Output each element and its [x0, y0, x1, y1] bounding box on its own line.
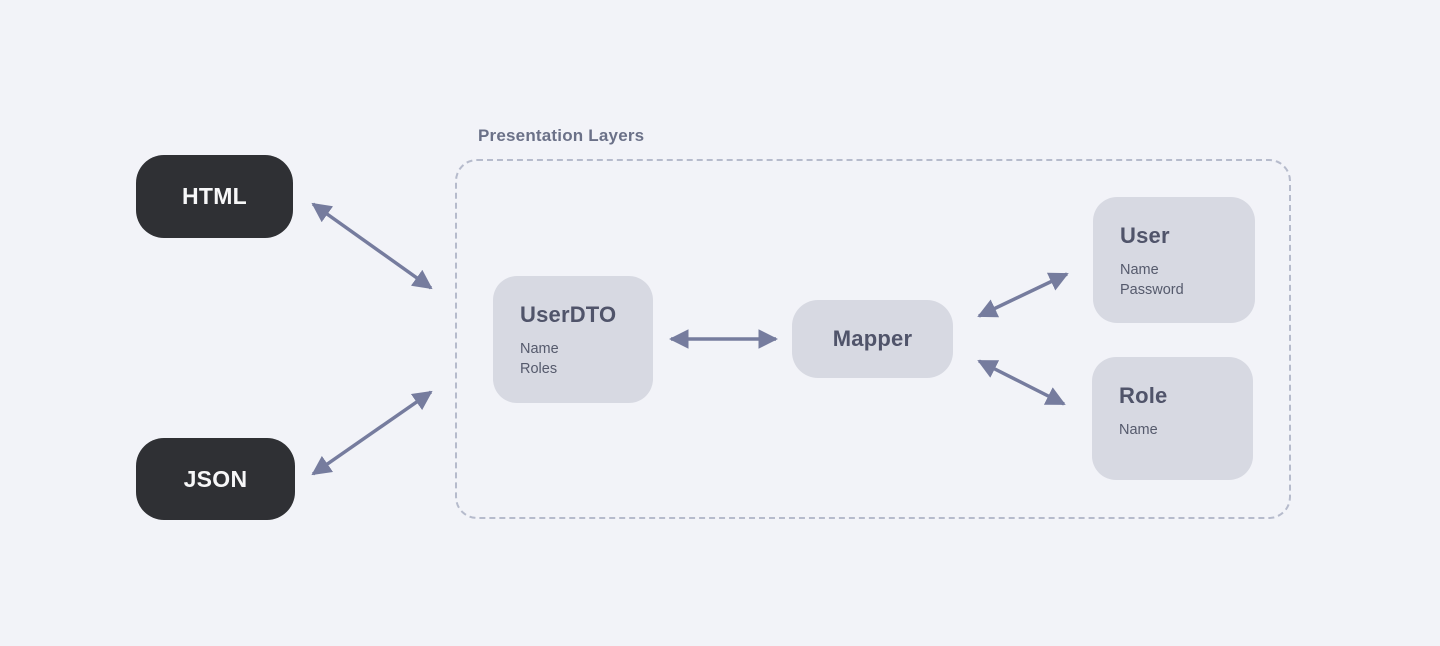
arrow-json-presentation: [311, 390, 433, 476]
node-userdto-field-roles: Roles: [520, 361, 558, 377]
node-role-title: Role: [1119, 383, 1168, 408]
node-userdto-fields: Name Roles: [520, 339, 633, 379]
node-role-fields: Name: [1119, 420, 1233, 440]
node-user-field-password: Password: [1120, 282, 1184, 298]
arrow-html-presentation: [311, 202, 433, 290]
node-mapper: Mapper: [792, 300, 953, 378]
node-user: User Name Password: [1093, 197, 1255, 323]
node-html: HTML: [136, 155, 293, 238]
node-userdto: UserDTO Name Roles: [493, 276, 653, 403]
node-user-field-name: Name: [1120, 262, 1159, 278]
node-html-label: HTML: [181, 183, 248, 209]
node-userdto-field-name: Name: [520, 341, 559, 357]
node-json-label: JSON: [183, 465, 248, 492]
node-userdto-title: UserDTO: [520, 302, 617, 327]
node-mapper-title: Mapper: [832, 326, 913, 351]
node-role-field-name: Name: [1119, 422, 1158, 438]
node-role: Role Name: [1092, 357, 1253, 480]
node-json: JSON: [136, 438, 295, 520]
node-user-fields: Name Password: [1120, 260, 1235, 300]
group-label-presentation-layers: Presentation Layers: [478, 126, 645, 145]
node-user-title: User: [1120, 223, 1170, 248]
presentation-layers-group-boundary: [455, 159, 1291, 519]
